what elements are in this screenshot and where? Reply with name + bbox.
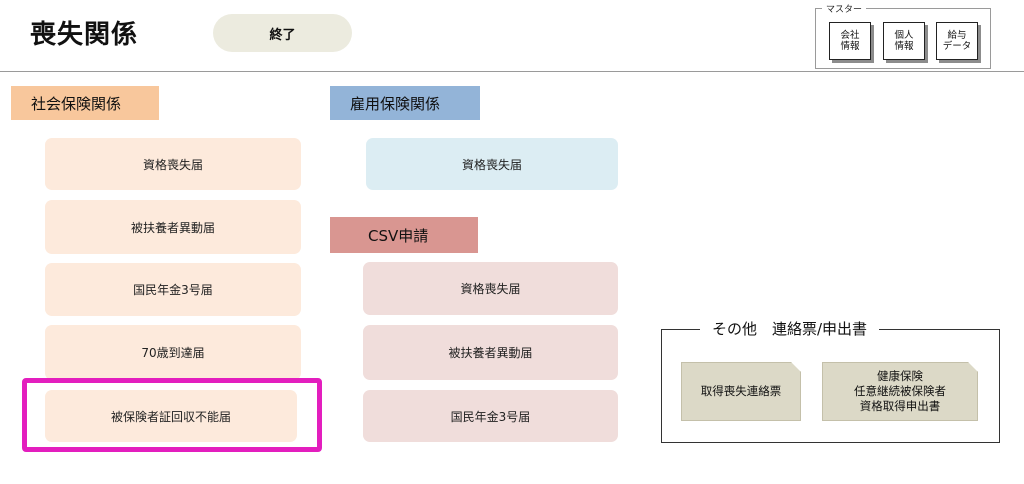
- voluntary-continuation-application-button[interactable]: 健康保険 任意継続被保険者 資格取得申出書: [822, 362, 978, 421]
- csv-pension-no3-button[interactable]: 国民年金3号届: [363, 390, 618, 442]
- other-group-title: その他 連絡票/申出書: [700, 318, 880, 339]
- employment-insurance-header: 雇用保険関係: [330, 86, 480, 120]
- company-info-button[interactable]: 会社 情報: [829, 22, 871, 60]
- master-group: [815, 8, 991, 69]
- social-pension-no3-button[interactable]: 国民年金3号届: [45, 263, 301, 316]
- insurance-card-unrecoverable-button[interactable]: 被保険者証回収不能届: [45, 390, 297, 442]
- csv-loss-notice-button[interactable]: 資格喪失届: [363, 262, 618, 315]
- acquisition-loss-contact-button[interactable]: 取得喪失連絡票: [681, 362, 801, 421]
- csv-dependent-change-button[interactable]: 被扶養者異動届: [363, 325, 618, 380]
- end-button[interactable]: 終了: [213, 14, 352, 52]
- employment-loss-notice-button[interactable]: 資格喪失届: [366, 138, 618, 190]
- page-title: 喪失関係: [30, 20, 139, 50]
- selection-highlight: [22, 378, 322, 452]
- social-dependent-change-button[interactable]: 被扶養者異動届: [45, 200, 301, 254]
- master-label: マスター: [822, 2, 867, 15]
- personal-info-button[interactable]: 個人 情報: [883, 22, 925, 60]
- social-insurance-header: 社会保険関係: [11, 86, 159, 120]
- salary-data-button[interactable]: 給与 データ: [936, 22, 978, 60]
- csv-header: CSV申請: [330, 217, 478, 253]
- age-70-notice-button[interactable]: 70歳到達届: [45, 325, 301, 380]
- social-loss-notice-button[interactable]: 資格喪失届: [45, 138, 301, 190]
- header-divider: [0, 71, 1024, 72]
